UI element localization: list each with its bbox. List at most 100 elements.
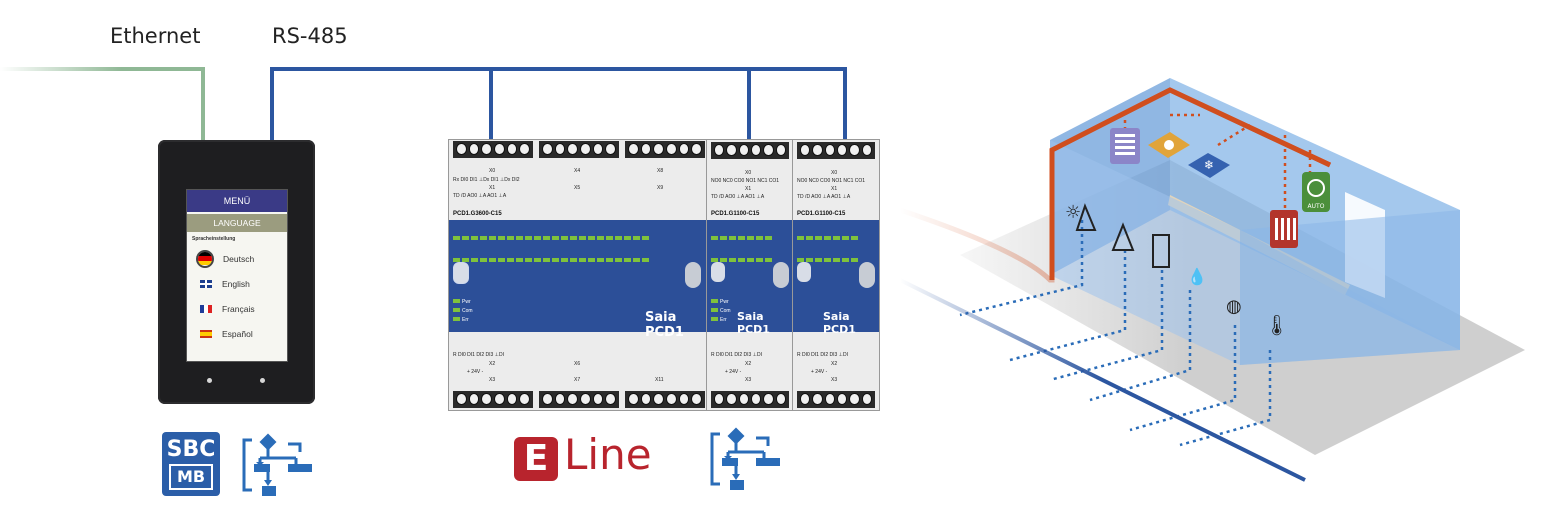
terminal-row-label: TD /D AO0 ⊥A AO1 ⊥A — [797, 194, 851, 200]
panel-led — [207, 378, 212, 383]
pcd1-module-g1100-a: X0 NO0 NC0 CO0 NO1 NC1 CO1 X1 TD /D AO0 … — [706, 139, 794, 411]
language-bar[interactable]: LANGUAGE — [187, 214, 287, 232]
eline-logo-mark: E — [514, 437, 558, 481]
blinds-icon — [1110, 128, 1140, 164]
room-front-wall — [1050, 140, 1240, 365]
usb-port-icon — [711, 262, 725, 282]
auto-label: AUTO — [1308, 203, 1325, 210]
terminal-row-label: R DI0 DI1 DI2 DI3 ⊥DI — [453, 352, 505, 358]
pcd1-module-g1100-b: X0 NO0 NC0 CO0 NO1 NC1 CO1 X1 TD /D AO0 … — [792, 139, 880, 411]
language-label: Deutsch — [223, 253, 255, 264]
terminal-row-label: TD /D AO0 ⊥A AO1 ⊥A — [711, 194, 765, 200]
terminal-label-x3: X3 — [489, 377, 496, 383]
room-illustration: ❄ AUTO ☼ 💧 ◍ 🌡 — [900, 78, 1525, 482]
supply-label: + 24V - — [811, 369, 828, 375]
terminal-block — [625, 391, 705, 408]
terminal-block — [539, 391, 619, 408]
status-pwr-label: Pwr — [462, 299, 471, 305]
window-contact-icon — [1152, 234, 1170, 268]
saia-pcd1-brand: Saia PCD1 — [645, 310, 684, 340]
status-com-label: Com — [720, 308, 731, 314]
terminal-block — [453, 391, 533, 408]
terminal-label-x2: X2 — [489, 361, 496, 367]
module-front-panel: Pwr Com Err Saia PCD1 — [707, 220, 793, 336]
terminal-label-x2: X2 — [745, 361, 752, 367]
french-flag-icon — [200, 304, 212, 313]
rs485-line — [270, 67, 847, 142]
terminal-block — [539, 141, 619, 158]
terminal-label-x3: X3 — [745, 377, 752, 383]
presence-sensor-icon — [1111, 222, 1135, 251]
terminal-block — [711, 391, 789, 408]
terminal-label-x11: X11 — [655, 377, 664, 383]
pcd1-module-g3600: X0 X4 X8 Rx DI0 DI1 ⊥Dx DI1 ⊥Dx DI2 X1 X… — [448, 139, 708, 411]
terminal-label-x7: X7 — [574, 377, 581, 383]
terminal-row-label: R DI0 DI1 DI2 DI3 ⊥DI — [797, 352, 849, 358]
thermometer-icon: 🌡 — [1264, 313, 1289, 337]
terminal-label-x1: X1 — [489, 185, 496, 191]
terminal-label-x1: X1 — [831, 186, 838, 192]
language-label: Français — [222, 303, 255, 314]
supply-label: + 24V - — [725, 369, 742, 375]
terminal-block — [797, 391, 875, 408]
svg-text:❄: ❄ — [1204, 158, 1214, 172]
ventilation-auto-icon: AUTO — [1302, 172, 1330, 212]
language-option-espanol[interactable]: Español — [187, 321, 287, 346]
terminal-label-x0: X0 — [745, 170, 752, 176]
module-front-panel: Saia PCD1 — [793, 220, 879, 336]
section-label: Spracheinstellung — [192, 236, 236, 242]
terminal-label-x0: X0 — [831, 170, 838, 176]
terminal-row-label: NO0 NC0 CO0 NO1 NC1 CO1 — [711, 178, 780, 184]
eline-logo-text: Line — [564, 430, 652, 479]
ethernet-line — [0, 67, 205, 142]
connector-slot — [773, 262, 789, 288]
menu-title-bar[interactable]: MENÜ — [187, 190, 287, 212]
terminal-label-x0: X0 — [489, 168, 496, 174]
touch-panel-screen: MENÜ LANGUAGE Spracheinstellung Deutsch … — [186, 189, 288, 362]
sensor-bus-line — [900, 278, 1306, 482]
terminal-label-x1: X1 — [745, 186, 752, 192]
terminal-row-label: NO0 NC0 CO0 NO1 NC1 CO1 — [797, 178, 866, 184]
terminal-label-x5: X5 — [574, 185, 581, 191]
language-label: Español — [222, 328, 253, 339]
sun-sensor-icon: ☼ — [1065, 202, 1081, 223]
connector-slot — [685, 262, 701, 288]
status-pwr-label: Pwr — [720, 299, 729, 305]
flow-diagram-icon — [242, 433, 312, 496]
uk-flag-icon — [200, 279, 212, 288]
rs485-label: RS-485 — [272, 24, 348, 48]
connector-slot — [859, 262, 875, 288]
ethernet-label: Ethernet — [110, 24, 201, 48]
german-flag-icon — [196, 249, 214, 268]
module-title: PCD1.G1100-C15 — [797, 211, 846, 217]
terminal-label-x2: X2 — [831, 361, 838, 367]
status-err-label: Err — [462, 317, 469, 323]
mb-logo-text: MB — [169, 464, 213, 490]
language-option-english[interactable]: English — [187, 271, 287, 296]
usb-port-icon — [453, 262, 469, 284]
terminal-label-x4: X4 — [574, 168, 581, 174]
saia-pcd1-brand: Saia PCD1 — [823, 310, 856, 336]
panel-led — [260, 378, 265, 383]
terminal-row-label: TD /D AO0 ⊥A AO1 ⊥A — [453, 193, 507, 199]
module-title: PCD1.G1100-C15 — [711, 211, 760, 217]
saia-pcd1-brand: Saia PCD1 — [737, 310, 770, 336]
terminal-block — [797, 142, 875, 159]
supply-label: + 24V - — [467, 369, 484, 375]
terminal-block — [453, 141, 533, 158]
language-option-deutsch[interactable]: Deutsch — [187, 246, 287, 271]
sbc-mb-logo: SBC MB — [162, 432, 220, 496]
spanish-flag-icon — [200, 329, 212, 338]
cooling-snowflake-icon: ❄ — [1188, 153, 1230, 178]
terminal-block — [625, 141, 705, 158]
terminal-label-x9: X9 — [657, 185, 664, 191]
co2-globe-icon: ◍ — [1226, 296, 1242, 317]
light-bulb-icon — [1148, 132, 1190, 158]
humidity-icon: 💧 — [1187, 267, 1207, 286]
usb-port-icon — [797, 262, 811, 282]
module-front-panel: Pwr Com Err Saia PCD1 — [449, 220, 707, 340]
radiator-icon — [1270, 210, 1298, 248]
light-sensor-icon — [1075, 203, 1097, 231]
language-option-francais[interactable]: Français — [187, 296, 287, 321]
